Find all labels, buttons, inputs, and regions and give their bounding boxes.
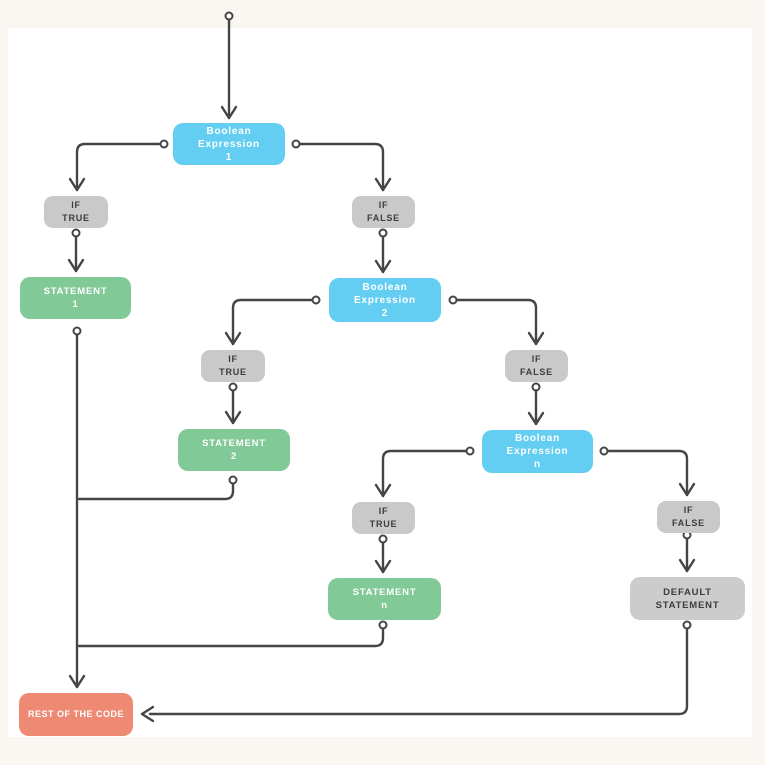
port-dot [378, 228, 388, 238]
arrowhead-icon [527, 331, 545, 346]
port-dot [599, 446, 609, 456]
port-dot [378, 534, 388, 544]
arrowhead-icon [678, 482, 696, 497]
arrowhead-icon [374, 259, 392, 274]
node-rest-of-the-code[interactable]: REST OF THE CODE [19, 693, 133, 736]
arrowhead-icon [220, 105, 238, 120]
node-if-true-2[interactable]: IF TRUE [201, 350, 265, 382]
node-if-false-2[interactable]: IF FALSE [505, 350, 568, 382]
arrowhead-icon [527, 411, 545, 426]
node-statement-1[interactable]: STATEMENT 1 [20, 277, 131, 319]
node-if-false-1[interactable]: IF FALSE [352, 196, 415, 228]
arrowhead-icon [374, 483, 392, 498]
port-dot [291, 139, 301, 149]
connector-lines [74, 18, 689, 716]
arrowhead-icon [374, 559, 392, 574]
wire-be2-left [231, 298, 315, 346]
node-boolean-expression-1[interactable]: Boolean Expression 1 [173, 123, 285, 165]
arrowhead-icon [140, 705, 155, 723]
wire-ben-right [606, 449, 689, 497]
port-dot [224, 11, 234, 21]
port-dot [682, 620, 692, 630]
node-boolean-expression-n[interactable]: Boolean Expression n [482, 430, 593, 473]
port-dot [448, 295, 458, 305]
node-if-true-n[interactable]: IF TRUE [352, 502, 415, 534]
node-if-false-n[interactable]: IF FALSE [657, 501, 720, 533]
wire-be1-left [75, 142, 163, 192]
port-dot [228, 382, 238, 392]
wire-stmt2-merge [77, 482, 235, 501]
port-dot [465, 446, 475, 456]
wire-default-to-rest [148, 627, 689, 716]
port-dot [228, 475, 238, 485]
port-dot [71, 228, 81, 238]
arrowheads [67, 105, 696, 723]
arrowhead-icon [678, 558, 696, 573]
port-dot [531, 382, 541, 392]
arrowhead-icon [224, 410, 242, 425]
arrowhead-icon [374, 177, 392, 192]
port-dot [378, 620, 388, 630]
port-dot [311, 295, 321, 305]
node-boolean-expression-2[interactable]: Boolean Expression 2 [329, 278, 441, 322]
node-statement-2[interactable]: STATEMENT 2 [178, 429, 290, 471]
port-dot [159, 139, 169, 149]
node-if-true-1[interactable]: IF TRUE [44, 196, 108, 228]
wire-ben-left [381, 449, 468, 498]
wire-stmtn-merge [77, 627, 385, 648]
wire-be2-right [454, 298, 538, 346]
node-statement-n[interactable]: STATEMENT n [328, 578, 441, 620]
node-default-statement[interactable]: DEFAULT STATEMENT [630, 577, 745, 620]
wire-be1-right [298, 142, 385, 192]
port-dot [72, 326, 82, 336]
arrowhead-icon [68, 177, 86, 192]
arrowhead-icon [224, 331, 242, 346]
connector-ports [71, 11, 692, 630]
arrowhead-icon [68, 674, 86, 689]
arrowhead-icon [67, 258, 85, 273]
